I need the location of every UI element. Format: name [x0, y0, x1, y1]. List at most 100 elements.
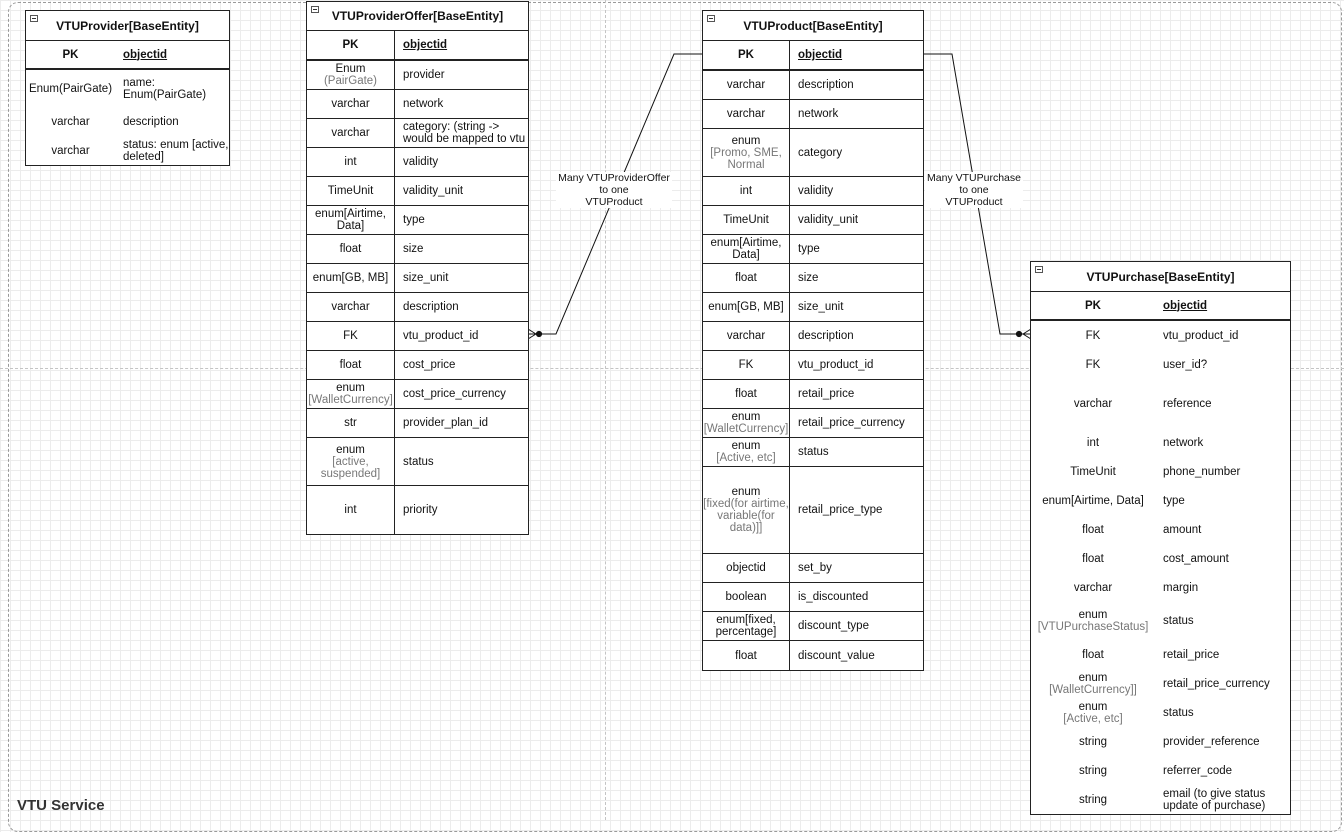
attribute-name: vtu_product_id	[1163, 329, 1239, 342]
type-name: varchar	[51, 115, 90, 128]
type-name: float	[1082, 648, 1104, 661]
key-label: PK	[26, 41, 115, 68]
attribute-type: float	[703, 264, 790, 292]
type-name: float	[735, 272, 757, 284]
type-name: varchar	[331, 301, 370, 313]
attribute-type: float	[1031, 515, 1155, 544]
entity-header[interactable]: VTUProviderOffer[BaseEntity]	[307, 2, 528, 31]
type-name: FK	[1085, 329, 1101, 342]
edge-label-sub: VTUProduct	[585, 196, 643, 208]
attribute-type: TimeUnit	[1031, 457, 1155, 486]
entity-title: VTUPurchase[BaseEntity]	[1086, 269, 1235, 284]
type-name: varchar	[726, 330, 766, 342]
attribute-type: int	[1031, 428, 1155, 457]
pk-field-name: objectid	[798, 49, 843, 61]
attribute-name: status	[1163, 706, 1194, 719]
type-name: enum[GB, MB]	[708, 301, 784, 313]
attribute-type: float	[307, 235, 395, 263]
type-values: [Active, etc]	[1063, 712, 1123, 725]
attribute-row: FK vtu_product_id	[307, 322, 528, 351]
edge-label-sub: to one	[599, 184, 629, 196]
type-name: int	[344, 156, 357, 168]
type-name: FK	[343, 330, 358, 342]
edge-label-main: Many VTUProviderOffer	[558, 172, 670, 184]
attribute-row: Enum(PairGate)provider	[307, 61, 528, 90]
collapse-icon[interactable]	[30, 15, 38, 22]
type-name: FK	[738, 359, 754, 371]
attribute-type: varchar	[703, 322, 790, 350]
attribute-row: Enum(PairGate)name: Enum(PairGate)	[26, 70, 229, 107]
pk-field-name: objectid	[123, 48, 168, 61]
type-name: TimeUnit	[1070, 465, 1116, 478]
attribute-name: vtu_product_id	[403, 330, 479, 342]
attribute-row: enum[active, suspended]status	[307, 438, 528, 486]
type-name: enum	[731, 440, 761, 452]
attribute-type: enum[active, suspended]	[307, 438, 395, 485]
type-name: enum[Airtime, Data]	[1042, 494, 1144, 507]
attribute-name: user_id?	[1163, 358, 1208, 371]
service-label: VTU Service	[17, 797, 105, 814]
attribute-type: varchar	[307, 90, 395, 118]
type-name: int	[344, 504, 357, 516]
type-name: PK	[342, 39, 359, 51]
attribute-name: vtu_product_id	[798, 359, 874, 371]
attribute-row: enum[Active, etc]status	[703, 438, 923, 467]
attribute-type: objectid	[703, 554, 790, 582]
edge-label-offer-product: Many VTUProviderOffer to one VTUProduct	[556, 172, 672, 208]
collapse-icon[interactable]	[707, 15, 715, 22]
attribute-row: enum[WalletCurrency]]retail_price_curren…	[1031, 669, 1290, 698]
attribute-type: enum[WalletCurrency]	[307, 380, 395, 408]
attribute-name: category	[798, 146, 843, 159]
collapse-icon[interactable]	[1035, 266, 1043, 273]
type-name: enum	[1078, 700, 1108, 713]
attribute-type: varchar	[703, 71, 790, 99]
type-name: float	[1082, 523, 1104, 536]
attribute-name: email (to give status update of purchase…	[1163, 787, 1266, 812]
attribute-name: type	[1163, 494, 1185, 507]
type-name: Enum	[335, 63, 366, 75]
type-name: string	[1078, 793, 1108, 806]
entity-title: VTUProvider[BaseEntity]	[56, 18, 199, 33]
entity-header[interactable]: VTUProvider[BaseEntity]	[26, 11, 229, 41]
type-name: enum	[336, 443, 365, 456]
attribute-name: set_by	[798, 562, 832, 574]
key-field: objectid	[115, 41, 229, 68]
attribute-name: network	[798, 108, 839, 120]
type-name: PK	[62, 48, 79, 61]
entity-header[interactable]: VTUProduct[BaseEntity]	[703, 11, 923, 41]
type-name: PK	[1085, 299, 1101, 312]
key-field: objectid	[1155, 292, 1290, 319]
attribute-name: is_discounted	[798, 591, 869, 603]
attribute-row: boolean is_discounted	[703, 583, 923, 612]
attribute-row: enum[WalletCurrency]retail_price_currenc…	[703, 409, 923, 438]
attribute-name: discount_value	[798, 649, 875, 662]
key-field: objectid	[790, 41, 923, 69]
collapse-icon[interactable]	[311, 6, 319, 13]
attribute-type: Enum(PairGate)	[307, 61, 395, 89]
attribute-type: enum[fixed, percentage]	[703, 612, 790, 640]
entity-header[interactable]: VTUPurchase[BaseEntity]	[1031, 262, 1290, 292]
attribute-row: enum[Airtime, Data]type	[307, 206, 528, 235]
attribute-row: enum[Airtime, Data] type	[1031, 486, 1290, 515]
attribute-name: description	[403, 301, 459, 313]
type-name: enum[Airtime, Data]	[710, 237, 782, 261]
type-name: boolean	[725, 591, 767, 603]
type-name: varchar	[331, 127, 370, 139]
type-name: PK	[738, 49, 754, 61]
